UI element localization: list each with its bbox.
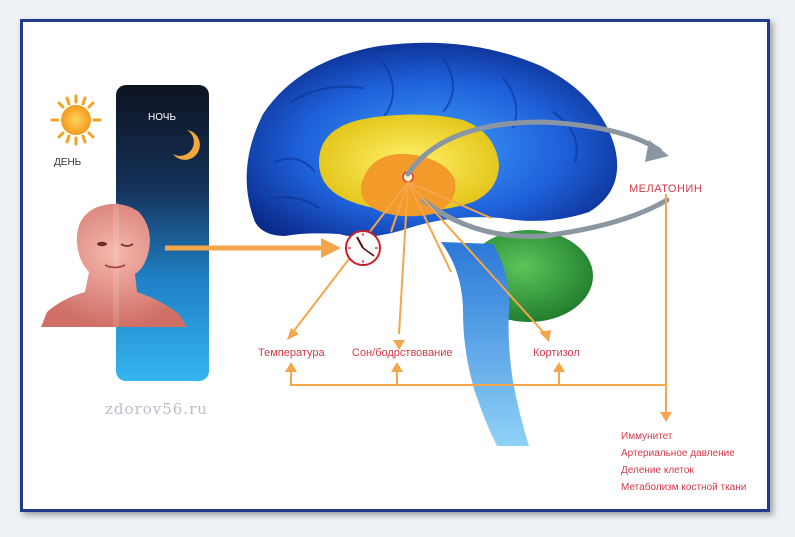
night-label: НОЧЬ [148, 112, 177, 123]
melatonin-cycle-arrow [405, 119, 670, 239]
sleep-wake-label: Сон/бодрствование [352, 347, 453, 359]
effect-cell-division: Деление клеток [621, 465, 694, 476]
melatonin-label: МЕЛАТОНИН [629, 183, 703, 195]
moon-icon [173, 130, 200, 160]
effect-blood-pressure: Артериальное давление [621, 448, 735, 459]
diagram-graphics [41, 42, 672, 446]
clock-icon [345, 230, 381, 266]
diagram-frame: ДЕНЬ НОЧЬ МЕЛАТОНИН Температура Сон/бодр… [20, 19, 770, 512]
signal-arrowheads [285, 328, 672, 422]
effect-immunity: Иммунитет [621, 431, 673, 442]
temperature-label: Температура [258, 347, 325, 359]
cortisol-label: Кортизол [533, 347, 580, 359]
day-label: ДЕНЬ [54, 157, 82, 168]
watermark: zdorov56.ru [105, 400, 208, 418]
light-input-arrow [165, 238, 341, 258]
face-icon [41, 202, 187, 327]
sun-icon [50, 94, 102, 146]
effect-bone-metabolism: Метаболизм костной ткани [621, 482, 747, 493]
